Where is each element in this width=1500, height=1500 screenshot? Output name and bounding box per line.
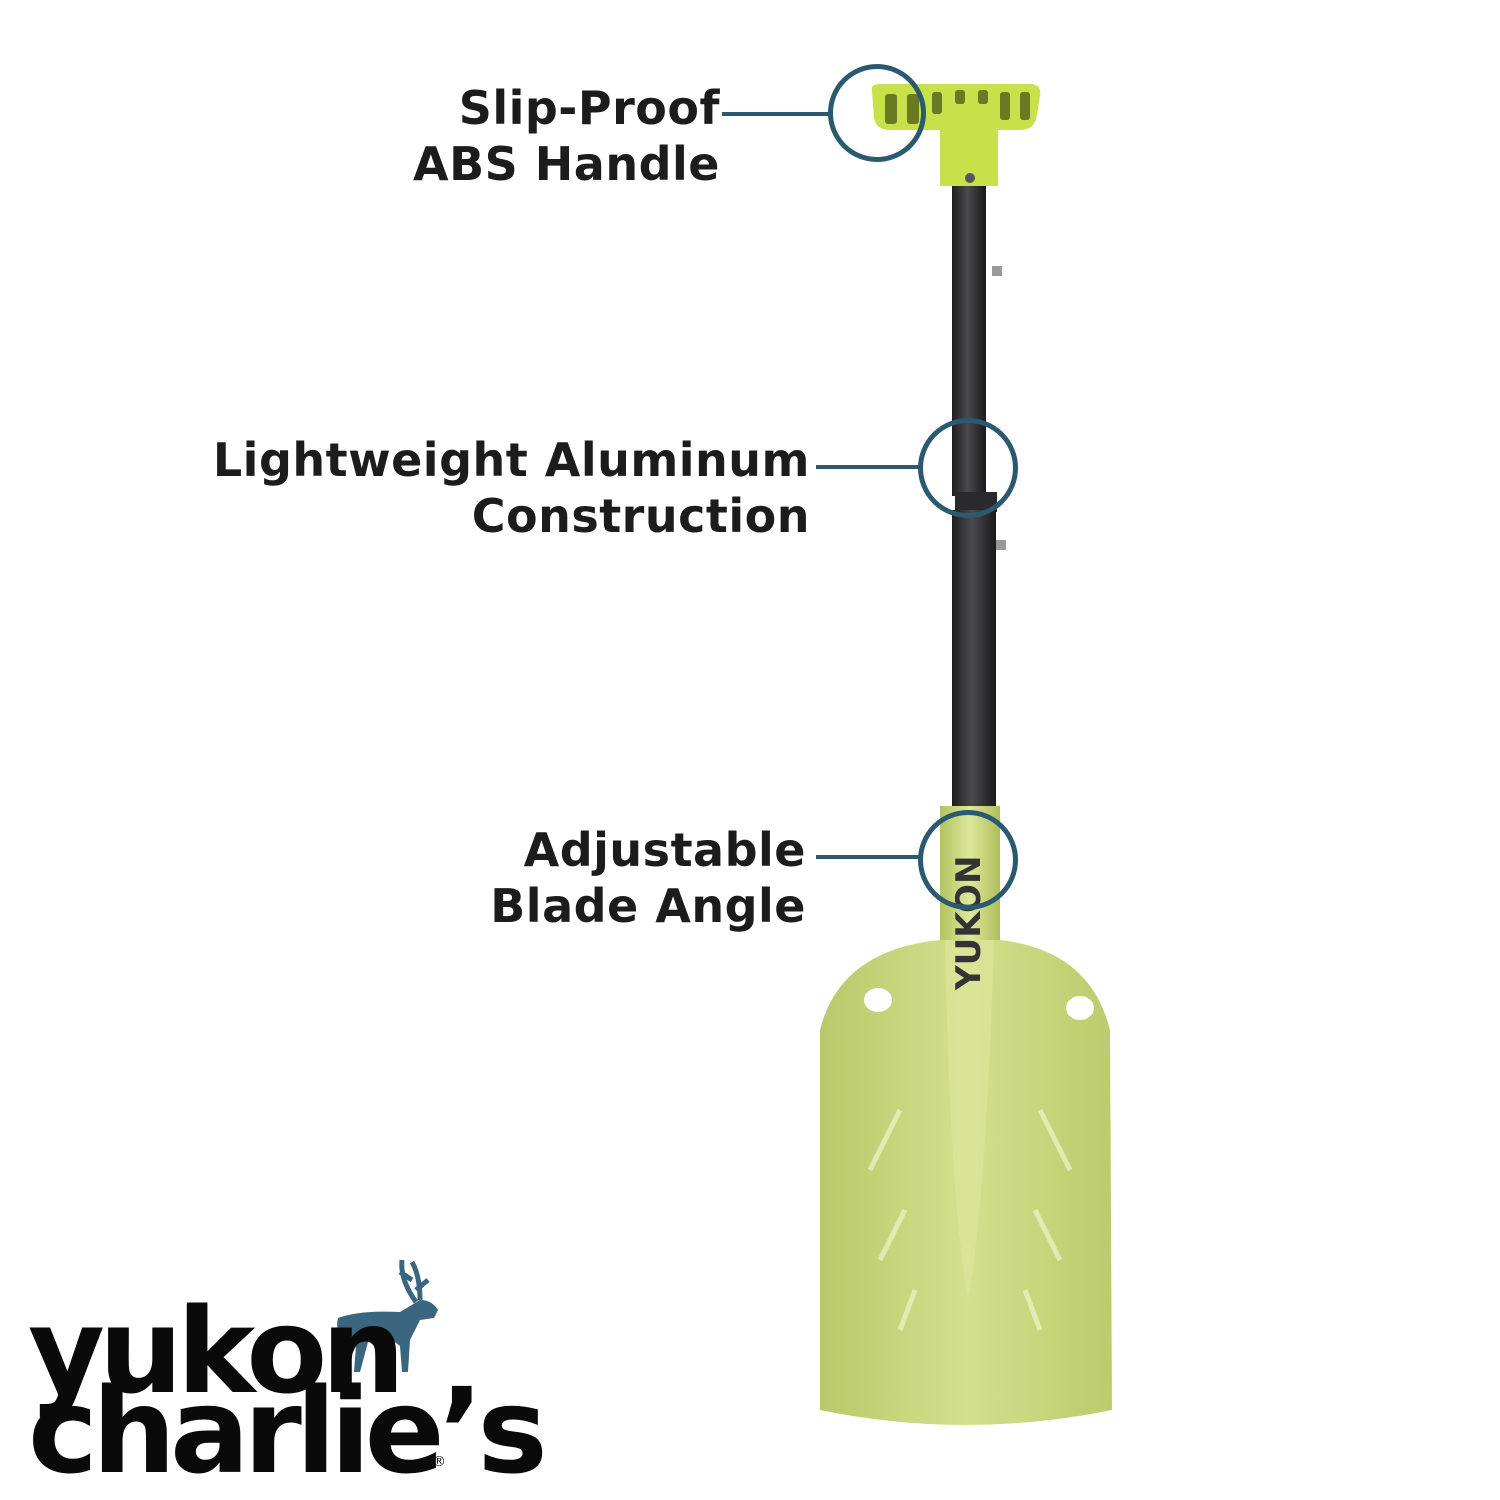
callout-handle: Slip-Proof ABS Handle: [380, 80, 720, 192]
callout-blade-angle-circle: [918, 810, 1018, 910]
callout-shaft-circle: [918, 418, 1018, 518]
callout-handle-connector: [722, 112, 830, 116]
caribou-icon: [337, 1259, 438, 1372]
callout-shaft-line2: Construction: [471, 489, 810, 543]
callout-shaft-connector: [816, 465, 922, 469]
callout-shaft-line1: Lightweight Aluminum: [212, 433, 810, 487]
registered-mark: ®: [432, 1454, 446, 1470]
callout-handle-circle: [828, 64, 926, 162]
callout-blade-angle: Adjustable Blade Angle: [460, 822, 806, 934]
callout-handle-line1: Slip-Proof: [458, 81, 720, 135]
callout-blade-angle-line2: Blade Angle: [490, 879, 806, 933]
brand-logo-line2: charlie’s: [28, 1362, 548, 1500]
callout-handle-line2: ABS Handle: [413, 137, 720, 191]
callout-shaft: Lightweight Aluminum Construction: [180, 432, 810, 544]
callout-blade-angle-connector: [816, 855, 922, 859]
callout-blade-angle-line1: Adjustable: [523, 823, 806, 877]
brand-logo-line1: yukon: [28, 1282, 405, 1420]
